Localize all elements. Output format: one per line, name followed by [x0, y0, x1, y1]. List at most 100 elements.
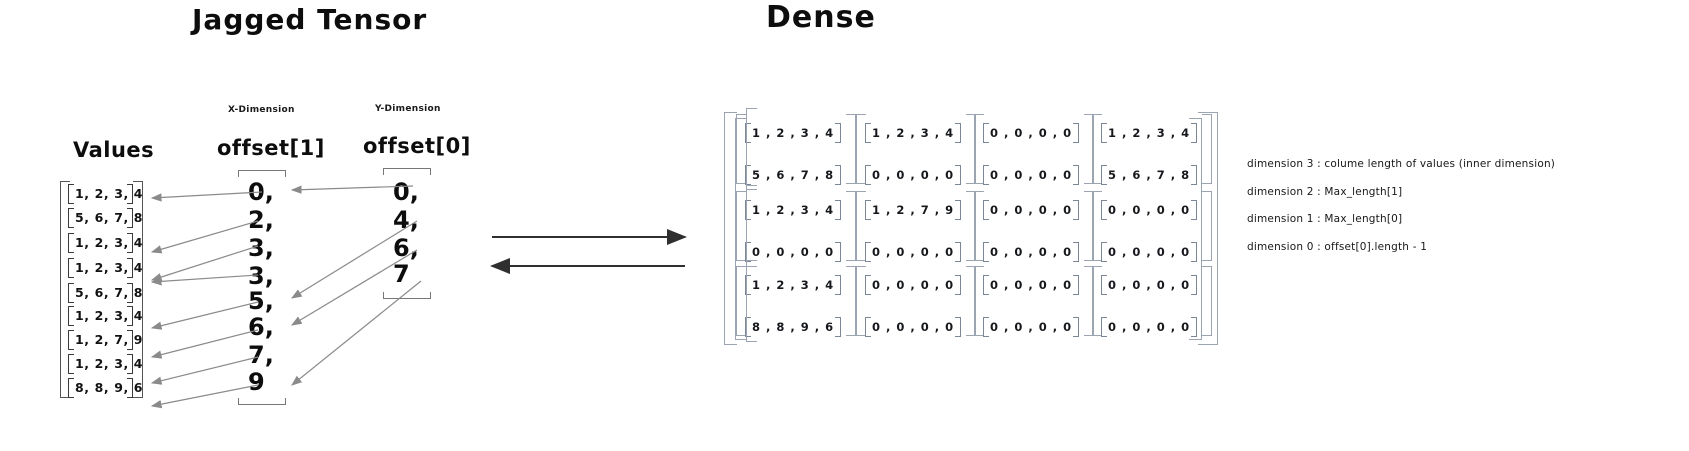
dense-cell-bracket-right [1073, 200, 1079, 220]
values-row: 1, 2, 3, 4 [68, 354, 142, 374]
dense-cell-bracket-right [955, 165, 961, 185]
dimension-annotation: dimension 0 : offset[0].length - 1 [1247, 241, 1428, 253]
values-row-bracket-right [127, 354, 133, 374]
values-row-bracket-left [68, 330, 74, 350]
dense-cell-bracket-right [1073, 317, 1079, 337]
dense-cell-bracket-left [1101, 200, 1107, 220]
dense-block-bracket-left [856, 266, 866, 336]
dense-row-bottom: 0 , 0 , 0 , 0 [752, 245, 835, 259]
dense-block-bracket-right [846, 114, 856, 184]
offset0-bottom-brace [383, 292, 431, 299]
dense-row-bottom: 0 , 0 , 0 , 0 [990, 320, 1073, 334]
values-row: 5, 6, 7, 8 [68, 283, 142, 303]
dense-cell-bracket-left [983, 123, 989, 143]
values-row: 1, 2, 3, 4 [68, 306, 142, 326]
values-row-bracket-right [127, 184, 133, 204]
dense-block-bracket-right [966, 266, 976, 336]
values-row-text: 1, 2, 3, 4 [75, 235, 144, 250]
dense-row-top: 0 , 0 , 0 , 0 [990, 126, 1073, 140]
offset0-column-label: offset[0] [363, 134, 471, 158]
dense-row-bottom: 0 , 0 , 0 , 0 [990, 245, 1073, 259]
dense-cell-bracket-left [983, 275, 989, 295]
dense-cell-bracket-right [835, 123, 841, 143]
values-row-text: 1, 2, 3, 4 [75, 308, 144, 323]
values-row: 1, 2, 7, 9 [68, 330, 142, 350]
values-row-bracket-right [127, 283, 133, 303]
offset1-value: 6, [248, 313, 274, 341]
dense-block-bracket-right [1084, 114, 1094, 184]
dense-row-bottom: 0 , 0 , 0 , 0 [990, 168, 1073, 182]
dense-block-bracket-left [736, 266, 746, 336]
dense-row-top: 0 , 0 , 0 , 0 [990, 203, 1073, 217]
dense-row-top: 1 , 2 , 3 , 4 [872, 126, 955, 140]
dense-cell-bracket-right [1191, 275, 1197, 295]
values-row: 8, 8, 9, 6 [68, 378, 142, 398]
dense-cell-bracket-right [835, 200, 841, 220]
dense-cell-bracket-left [1101, 165, 1107, 185]
values-row-bracket-right [127, 208, 133, 228]
offset0-value: 7 [393, 260, 410, 288]
dense-row-bottom: 0 , 0 , 0 , 0 [872, 320, 955, 334]
dense-block-bracket-left [736, 191, 746, 261]
dimension-annotation: dimension 2 : Max_length[1] [1247, 186, 1403, 198]
dense-row-top: 0 , 0 , 0 , 0 [1108, 203, 1191, 217]
values-row-bracket-left [68, 283, 74, 303]
offset0-value: 6, [393, 234, 419, 262]
dense-cell-bracket-right [955, 275, 961, 295]
dense-block-bracket-left [736, 114, 746, 184]
dense-cell-bracket-left [983, 242, 989, 262]
dense-row-bottom: 0 , 0 , 0 , 0 [1108, 320, 1191, 334]
offset1-value: 9 [248, 368, 265, 396]
dense-cell-bracket-left [865, 200, 871, 220]
dense-outer-bracket-right [1198, 112, 1218, 345]
dense-block-bracket-left [856, 191, 866, 261]
dense-cell-bracket-left [983, 165, 989, 185]
dense-block-bracket-right [846, 191, 856, 261]
dense-cell-bracket-right [1191, 317, 1197, 337]
values-column-label: Values [73, 138, 155, 162]
dense-block-bracket-left [1092, 191, 1102, 261]
dense-cell-bracket-right [1191, 123, 1197, 143]
dense-row-top: 0 , 0 , 0 , 0 [1108, 278, 1191, 292]
dense-cell-bracket-left [745, 123, 751, 143]
offset1-bottom-brace [238, 398, 286, 405]
values-row-text: 1, 2, 3, 4 [75, 356, 144, 371]
dense-row-bottom: 5 , 6 , 7 , 8 [752, 168, 835, 182]
dense-row-bottom: 8 , 8 , 9 , 6 [752, 320, 835, 334]
dimension-annotation: dimension 1 : Max_length[0] [1247, 213, 1403, 225]
values-row-bracket-left [68, 233, 74, 253]
dense-row-bottom: 0 , 0 , 0 , 0 [1108, 245, 1191, 259]
dense-block-bracket-right [966, 114, 976, 184]
offset0-value: 4, [393, 206, 419, 234]
values-row-bracket-left [68, 354, 74, 374]
dense-block-bracket-left [1092, 114, 1102, 184]
values-outer-bracket-right [133, 181, 143, 398]
dense-cell-bracket-right [1191, 165, 1197, 185]
values-row-bracket-left [68, 258, 74, 278]
dense-cell-bracket-right [835, 317, 841, 337]
values-row: 5, 6, 7, 8 [68, 208, 142, 228]
values-row: 1, 2, 3, 4 [68, 184, 142, 204]
values-row-text: 5, 6, 7, 8 [75, 210, 144, 225]
dense-cell-bracket-right [955, 123, 961, 143]
dense-cell-bracket-right [955, 200, 961, 220]
dense-cell-bracket-left [745, 275, 751, 295]
dense-block-bracket-left [1092, 266, 1102, 336]
values-row-bracket-right [127, 330, 133, 350]
dense-cell-bracket-right [955, 242, 961, 262]
offset1-value: 2, [248, 206, 274, 234]
dense-row-top: 0 , 0 , 0 , 0 [872, 278, 955, 292]
dense-cell-bracket-left [865, 123, 871, 143]
dense-outer-bracket-left [724, 112, 737, 345]
dense-cell-bracket-left [865, 275, 871, 295]
values-row: 1, 2, 3, 4 [68, 258, 142, 278]
offset1-column-label: offset[1] [217, 136, 325, 160]
dense-block-bracket-right [1202, 191, 1212, 261]
dense-cell-bracket-left [1101, 123, 1107, 143]
y-dimension-label: Y-Dimension [375, 104, 441, 114]
dense-cell-bracket-left [1101, 275, 1107, 295]
dense-row-top: 1 , 2 , 3 , 4 [752, 126, 835, 140]
dense-outer-bracket-left-2 [735, 118, 746, 340]
dense-cell-bracket-left [745, 200, 751, 220]
dense-cell-bracket-right [835, 275, 841, 295]
